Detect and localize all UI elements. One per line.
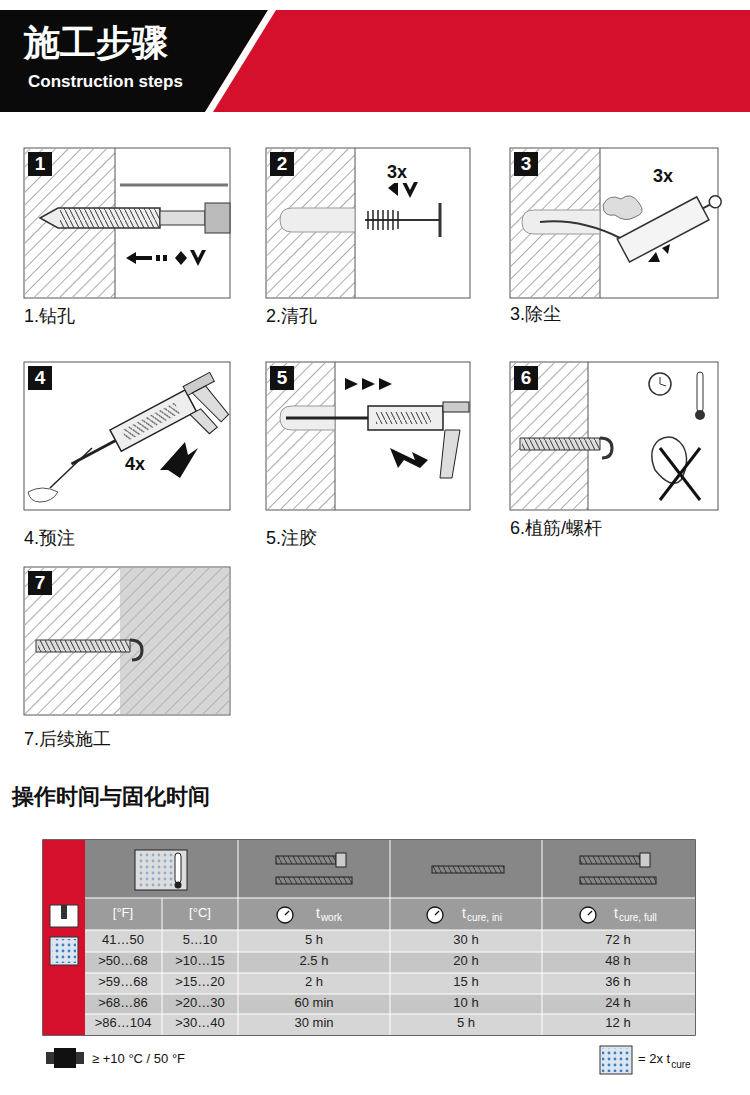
table-cell: >50…68: [98, 954, 148, 969]
table-cell: 10 h: [453, 996, 478, 1011]
table-cell: 60 min: [294, 996, 333, 1011]
step-number: 2: [270, 152, 294, 176]
table-cell: 30 h: [453, 933, 478, 948]
subscript: cure, ini: [467, 912, 502, 924]
table-cell: 24 h: [605, 996, 630, 1011]
table-cell: >15…20: [175, 975, 225, 990]
page-title: 施工步骤: [24, 22, 168, 63]
step-number: 7: [28, 571, 52, 595]
table-cell: 41…50: [102, 933, 144, 948]
table-cell: 5…10: [183, 933, 218, 948]
step-number: 1: [28, 152, 52, 176]
table-cell: >59…68: [98, 975, 148, 990]
footnote: = 2x t: [638, 1052, 670, 1067]
repeat-count: 3x: [652, 166, 674, 187]
table-cell: 15 h: [453, 975, 478, 990]
repeat-count: 4x: [124, 454, 146, 475]
column-header: t: [614, 905, 618, 921]
table-cell: >86…104: [95, 1016, 152, 1031]
step-panel: 2 3x 2.清孔: [266, 148, 470, 334]
table-cell: 20 h: [453, 954, 478, 969]
step-caption: 7.后续施工: [24, 729, 111, 750]
table-cell: 12 h: [605, 1016, 630, 1031]
column-header: t: [316, 905, 320, 921]
table-cell: 5 h: [457, 1016, 475, 1031]
table-cell: 5 h: [305, 933, 323, 948]
column-header: t: [462, 905, 466, 921]
footnote: ≥ +10 °C / 50 °F: [92, 1052, 185, 1067]
column-header: [°F]: [113, 906, 133, 921]
step-number: 4: [28, 366, 52, 390]
subscript: cure: [671, 1059, 690, 1071]
table-cell: 48 h: [605, 954, 630, 969]
table-cell: >68…86: [98, 996, 148, 1011]
table-cell: 2.5 h: [300, 954, 329, 969]
step-panel: 3 3x 3.除尘: [510, 148, 718, 332]
step-caption: 2.清孔: [266, 306, 317, 327]
table-cell: 36 h: [605, 975, 630, 990]
table-cell: 2 h: [305, 975, 323, 990]
subscript: cure, full: [619, 912, 657, 924]
step-caption: 6.植筋/螺杆: [510, 518, 602, 539]
step-panel: 7 7.后续施工: [24, 567, 230, 757]
step-panel: 5 5.注胶: [266, 362, 470, 556]
step-number: 3: [514, 152, 538, 176]
section-heading: 操作时间与固化时间: [12, 784, 210, 809]
table-cell: 30 min: [294, 1016, 333, 1031]
step-number: 5: [270, 366, 294, 390]
table-cell: >20…30: [175, 996, 225, 1011]
repeat-count: 3x: [386, 162, 408, 183]
table-cell: >10…15: [175, 954, 225, 969]
step-caption: 5.注胶: [266, 528, 317, 549]
step-number: 6: [514, 366, 538, 390]
table-cell: 72 h: [605, 933, 630, 948]
step-caption: 1.钻孔: [24, 306, 75, 327]
column-header: [°C]: [189, 906, 211, 921]
subtitle: Construction steps: [28, 72, 183, 92]
step-caption: 4.预注: [24, 528, 75, 549]
step-panel: 4 4x 4.预注: [24, 362, 230, 556]
step-caption: 3.除尘: [510, 304, 561, 325]
table-cell: >30…40: [175, 1016, 225, 1031]
step-panel: 6 6.植筋/螺杆: [510, 362, 718, 546]
subscript: work: [321, 912, 342, 924]
step-panel: 1 1.钻孔: [24, 148, 230, 334]
